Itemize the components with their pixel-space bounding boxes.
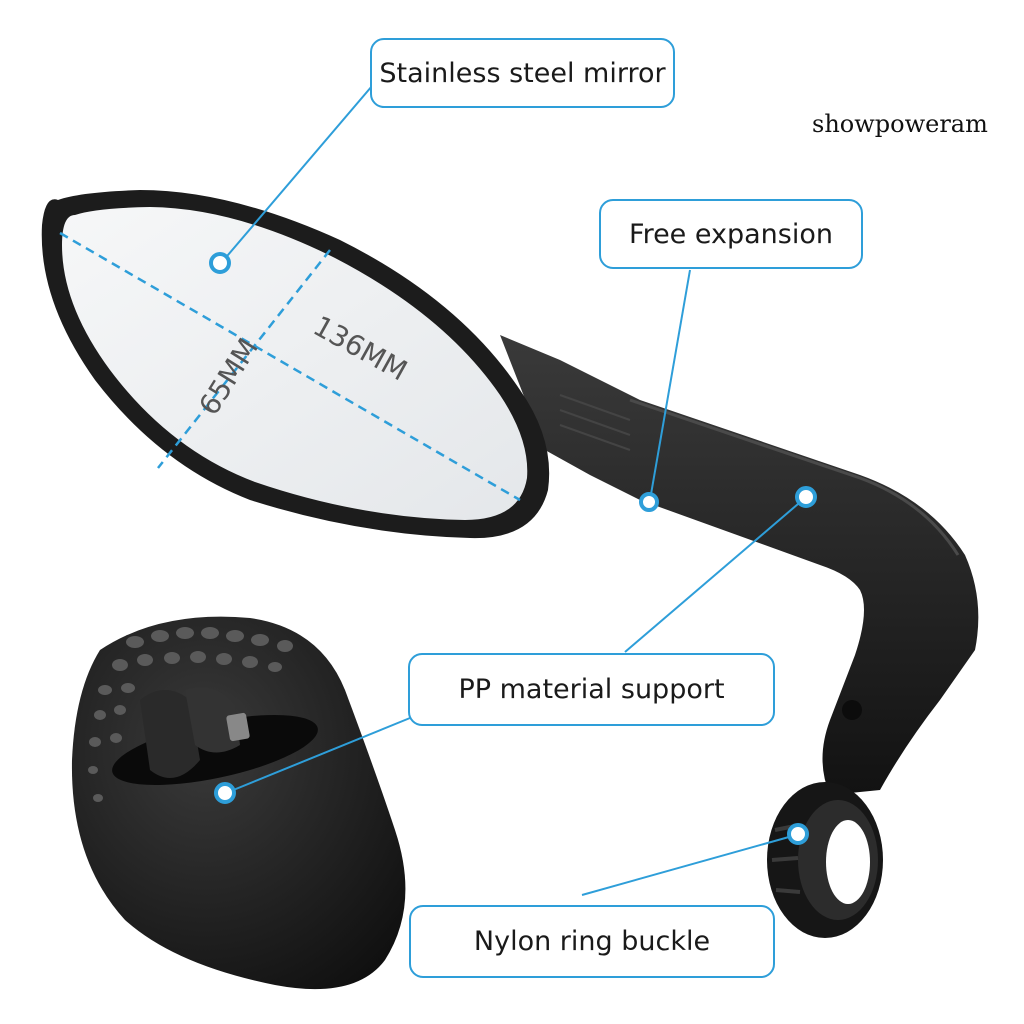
mirror-arm bbox=[500, 335, 979, 795]
pad-anchor-dot bbox=[214, 782, 236, 804]
callout-label: Free expansion bbox=[629, 218, 833, 250]
callout-label: PP material support bbox=[458, 674, 725, 705]
stainless-steel-mirror-glass bbox=[62, 207, 528, 520]
expansion-anchor-dot bbox=[639, 492, 659, 512]
callout-label: Nylon ring buckle bbox=[473, 926, 711, 957]
callout-free-expansion: Free expansion bbox=[599, 199, 863, 269]
callout-nylon-ring-buckle: Nylon ring buckle bbox=[409, 905, 775, 978]
callout-pp-material-support: PP material support bbox=[408, 653, 775, 726]
leader-lines bbox=[221, 85, 806, 896]
nylon-ring-buckle bbox=[767, 782, 883, 938]
callout-stainless-steel-mirror: Stainless steel mirror bbox=[370, 38, 675, 108]
mirror-anchor-dot bbox=[209, 252, 231, 274]
pp-support-pad bbox=[71, 616, 406, 990]
callout-label: Stainless steel mirror bbox=[379, 57, 666, 89]
pp-anchor-dot bbox=[795, 486, 817, 508]
pad-vent-holes bbox=[88, 627, 293, 802]
mirror-head: 136MM 65MM bbox=[41, 190, 550, 539]
width-dimension-line bbox=[157, 249, 331, 469]
brand-watermark: showpoweram bbox=[812, 110, 988, 138]
length-dimension-line bbox=[59, 231, 521, 502]
anchor-dots bbox=[209, 252, 817, 845]
nylon-anchor-dot bbox=[787, 823, 809, 845]
